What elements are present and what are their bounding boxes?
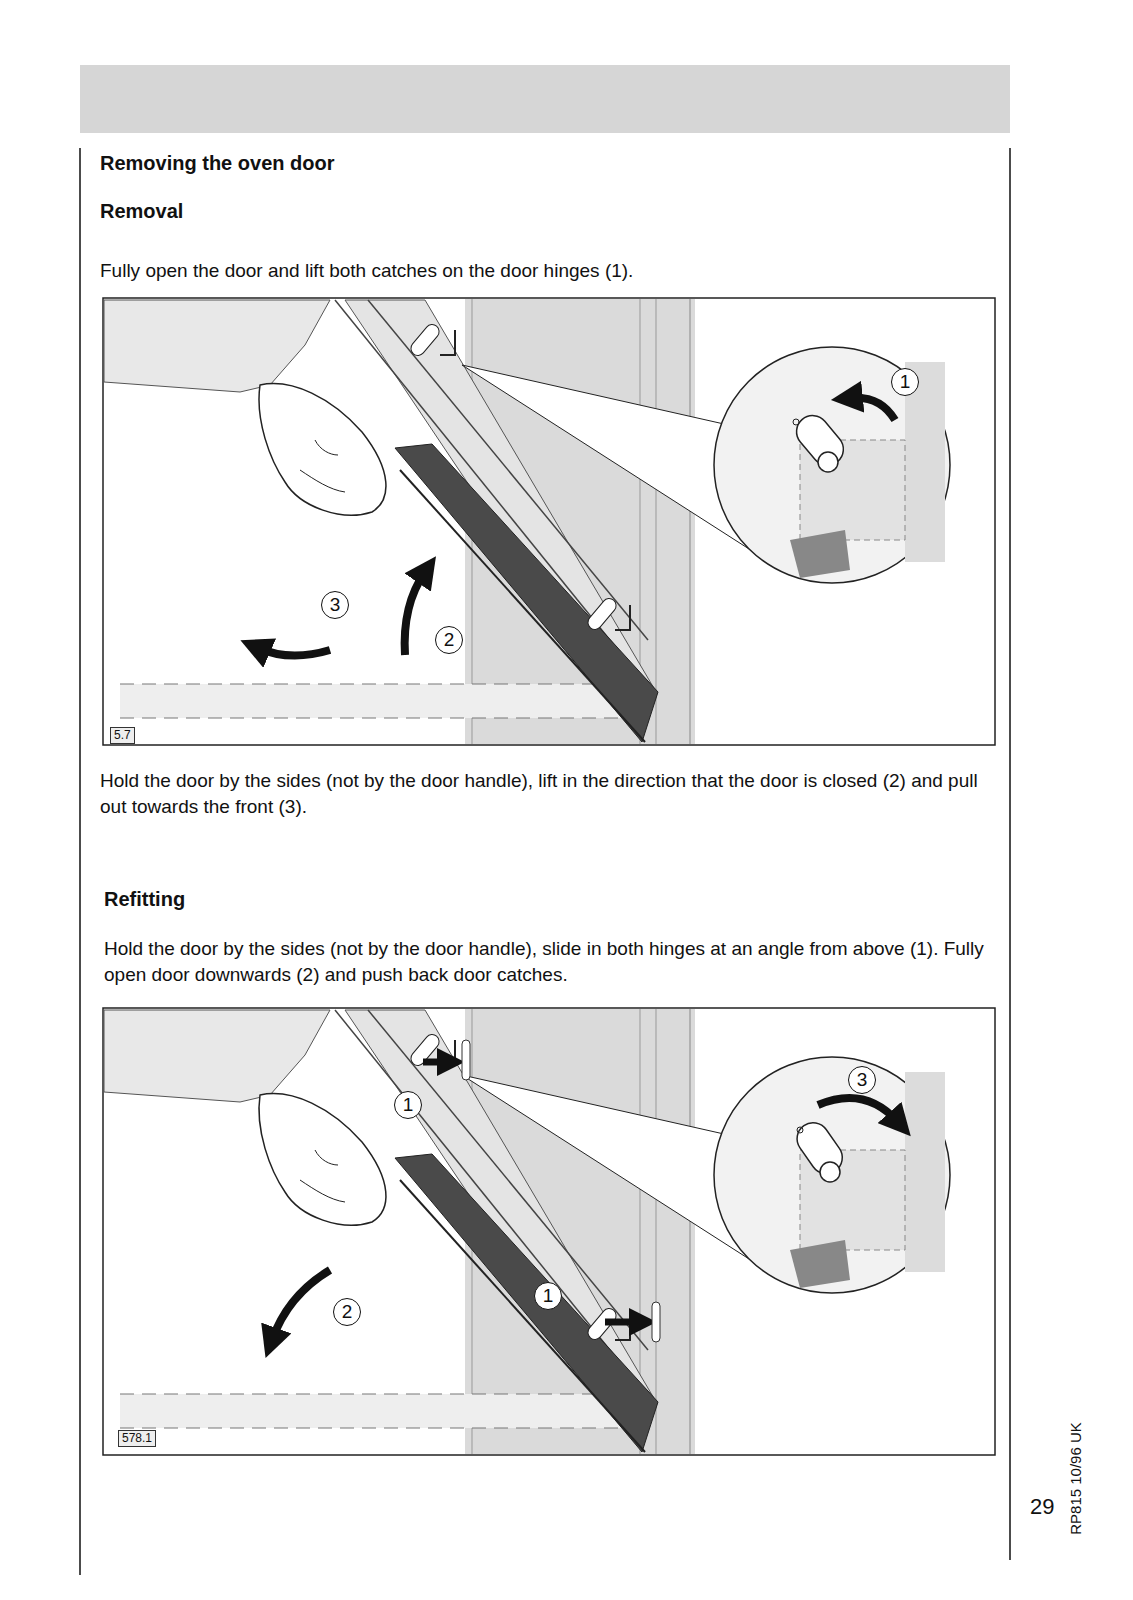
section-heading: Refitting xyxy=(104,888,704,911)
figure-tag: 578.1 xyxy=(118,1430,156,1447)
document-code: RP815 10/96 UK xyxy=(1066,1422,1083,1535)
callout-number: 2 xyxy=(435,626,463,654)
instruction-text: Hold the door by the sides (not by the d… xyxy=(100,768,1005,820)
page-heading: Removing the oven door xyxy=(100,152,980,175)
callout-number: 3 xyxy=(321,591,349,619)
callout-number: 2 xyxy=(333,1298,361,1326)
instruction-text: Hold the door by the sides (not by the d… xyxy=(104,936,1004,988)
callout-number: 1 xyxy=(394,1091,422,1119)
callout-number: 1 xyxy=(891,368,919,396)
instruction-text: Fully open the door and lift both catche… xyxy=(100,258,1000,284)
page-number: 29 xyxy=(1030,1494,1054,1520)
figure-tag: 5.7 xyxy=(110,727,135,744)
callout-number: 3 xyxy=(848,1066,876,1094)
section-heading: Removal xyxy=(100,200,700,223)
callout-number: 1 xyxy=(534,1282,562,1310)
